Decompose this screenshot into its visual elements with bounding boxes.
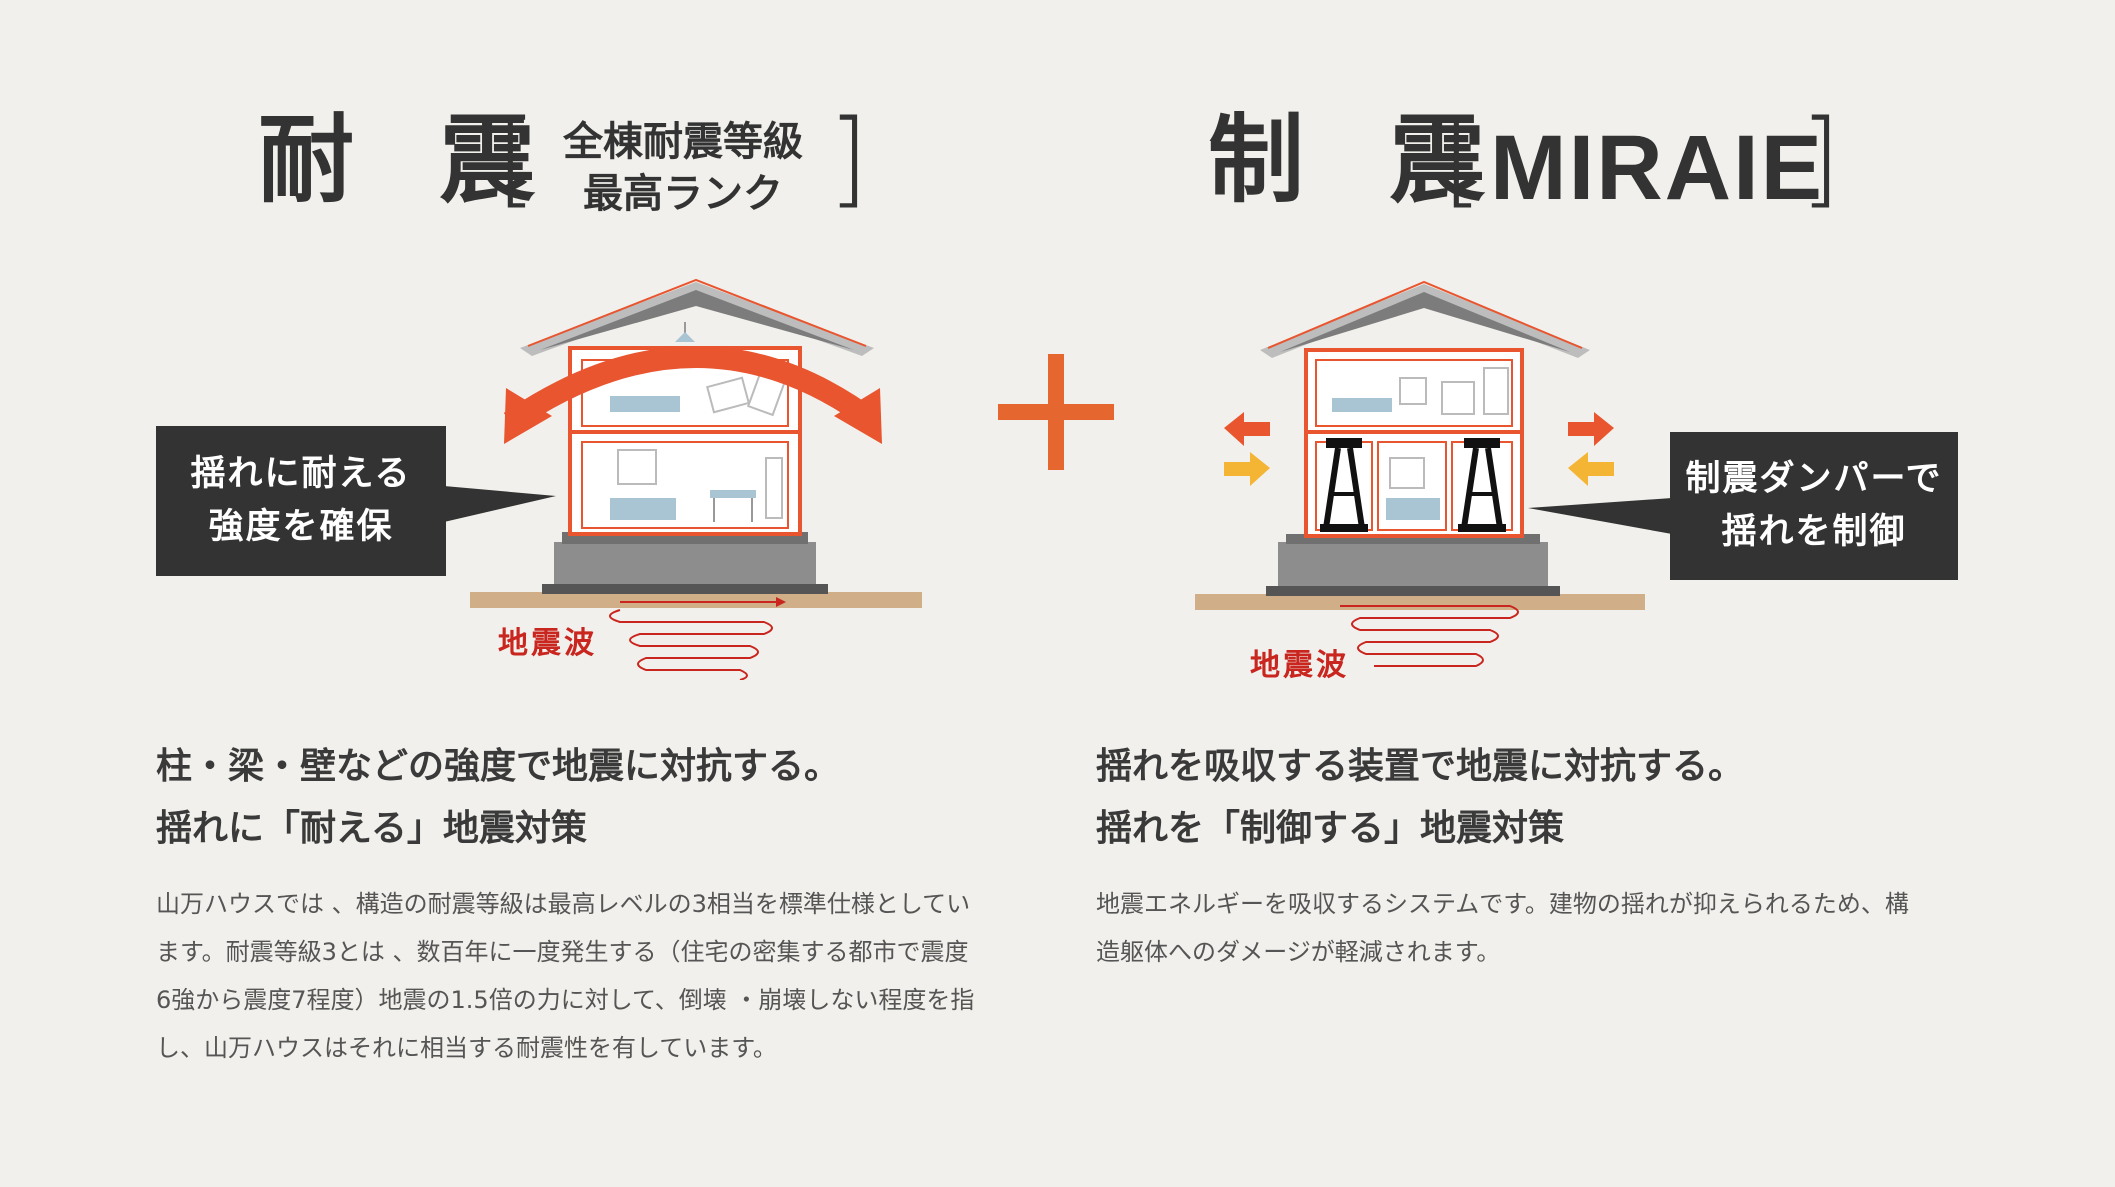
left-bracket-open: [ (496, 97, 537, 219)
right-callout-line2: 揺れを制御 (1721, 512, 1907, 552)
right-callout-pointer (1528, 498, 1672, 534)
right-desc-line: 造躯体へのダメージが軽減されます。 (1096, 938, 1501, 966)
curved-double-arrow-icon (503, 346, 881, 432)
right-house-illustration (1195, 280, 1645, 667)
right-lead-line2: 揺れを「制御する」地震対策 (1096, 808, 1565, 849)
left-lead-line2: 揺れに「耐える」地震対策 (156, 808, 587, 849)
right-subtitle: MIRAIE (1490, 117, 1824, 219)
left-callout: 揺れに耐える 強度を確保 (156, 426, 446, 576)
left-desc-line: ます。耐震等級3とは 、数百年に一度発生する（住宅の密集する都市で震度 (156, 938, 969, 966)
right-lead-line1: 揺れを吸収する装置で地震に対抗する。 (1096, 746, 1745, 787)
right-bracket-open: [ (1442, 97, 1483, 219)
left-subtitle-line1: 全棟耐震等級 (563, 119, 803, 165)
left-house-illustration (470, 278, 922, 680)
plus-icon (998, 354, 1114, 470)
left-desc-line: 6強から震度7程度）地震の1.5倍の力に対して、倒壊 ・崩壊しない程度を指 (156, 986, 975, 1014)
left-description: 山万ハウスでは 、構造の耐震等級は最高レベルの3相当を標準仕様としてい ます。耐… (156, 880, 974, 1072)
left-wave-label: 地震波 (498, 626, 597, 661)
left-desc-line: し、山万ハウスはそれに相当する耐震性を有しています。 (156, 1034, 777, 1062)
left-subtitle: 全棟耐震等級 最高ランク (548, 116, 818, 220)
damper-icon (1458, 438, 1506, 532)
ground (470, 592, 922, 608)
bed-icon (610, 396, 680, 412)
right-lead: 揺れを吸収する装置で地震に対抗する。 揺れを「制御する」地震対策 (1096, 736, 1744, 860)
right-bracket-close: ] (1800, 97, 1841, 219)
left-callout-line1: 揺れに耐える (190, 454, 412, 494)
left-lead: 柱・梁・壁などの強度で地震に対抗する。 揺れに「耐える」地震対策 (156, 736, 840, 860)
left-bracket-close: ] (828, 97, 869, 219)
left-callout-line2: 強度を確保 (208, 507, 394, 547)
damper-icon (1320, 438, 1368, 532)
right-title: 制 震 (1208, 104, 1512, 216)
seismic-wave-icon (609, 597, 786, 680)
left-desc-line: 山万ハウスでは 、構造の耐震等級は最高レベルの3相当を標準仕様としてい (156, 890, 971, 918)
right-callout: 制震ダンパーで 揺れを制御 (1670, 432, 1958, 580)
right-description: 地震エネルギーを吸収するシステムです。建物の揺れが抑えられるため、構 造躯体への… (1096, 880, 1909, 976)
force-arrow-icon (1568, 412, 1614, 486)
seismic-wave-icon (1340, 605, 1519, 667)
foundation (554, 542, 816, 588)
right-desc-line: 地震エネルギーを吸収するシステムです。建物の揺れが抑えられるため、構 (1096, 890, 1909, 918)
left-callout-pointer (444, 486, 556, 522)
left-subtitle-line2: 最高ランク (583, 171, 783, 217)
sofa-icon (610, 498, 676, 520)
left-title: 耐 震 (258, 104, 562, 216)
right-wave-label: 地震波 (1250, 648, 1349, 683)
ground (1195, 594, 1645, 610)
force-arrow-icon (1224, 412, 1270, 486)
left-lead-line1: 柱・梁・壁などの強度で地震に対抗する。 (156, 746, 841, 787)
right-callout-line1: 制震ダンパーで (1685, 459, 1943, 499)
